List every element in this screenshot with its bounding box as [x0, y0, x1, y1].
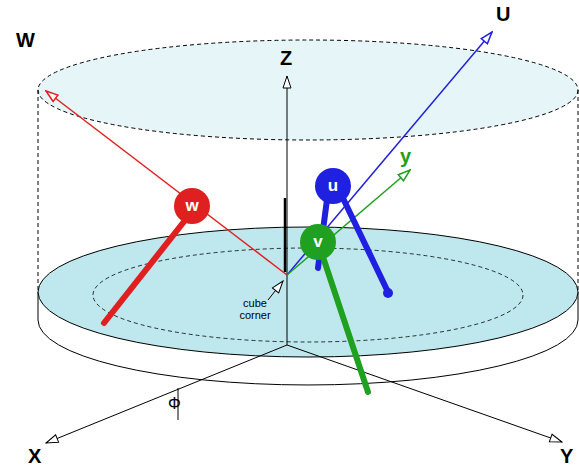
axis-label: X [28, 446, 41, 467]
axis-label: Z [280, 48, 292, 69]
axis-label: y [400, 146, 411, 167]
axis-label: Φ [168, 396, 181, 413]
joint-label: u [328, 176, 338, 196]
joint-circle: v [300, 224, 336, 260]
joint-circle: w [174, 188, 210, 224]
joint-circle: u [315, 168, 351, 204]
axis-label: W [16, 30, 35, 51]
axis-label: Y [560, 446, 573, 467]
axis-label: U [496, 4, 510, 25]
joint-label: w [185, 196, 198, 216]
annotation-label: cube corner [230, 298, 280, 321]
joint-label: v [313, 232, 322, 252]
